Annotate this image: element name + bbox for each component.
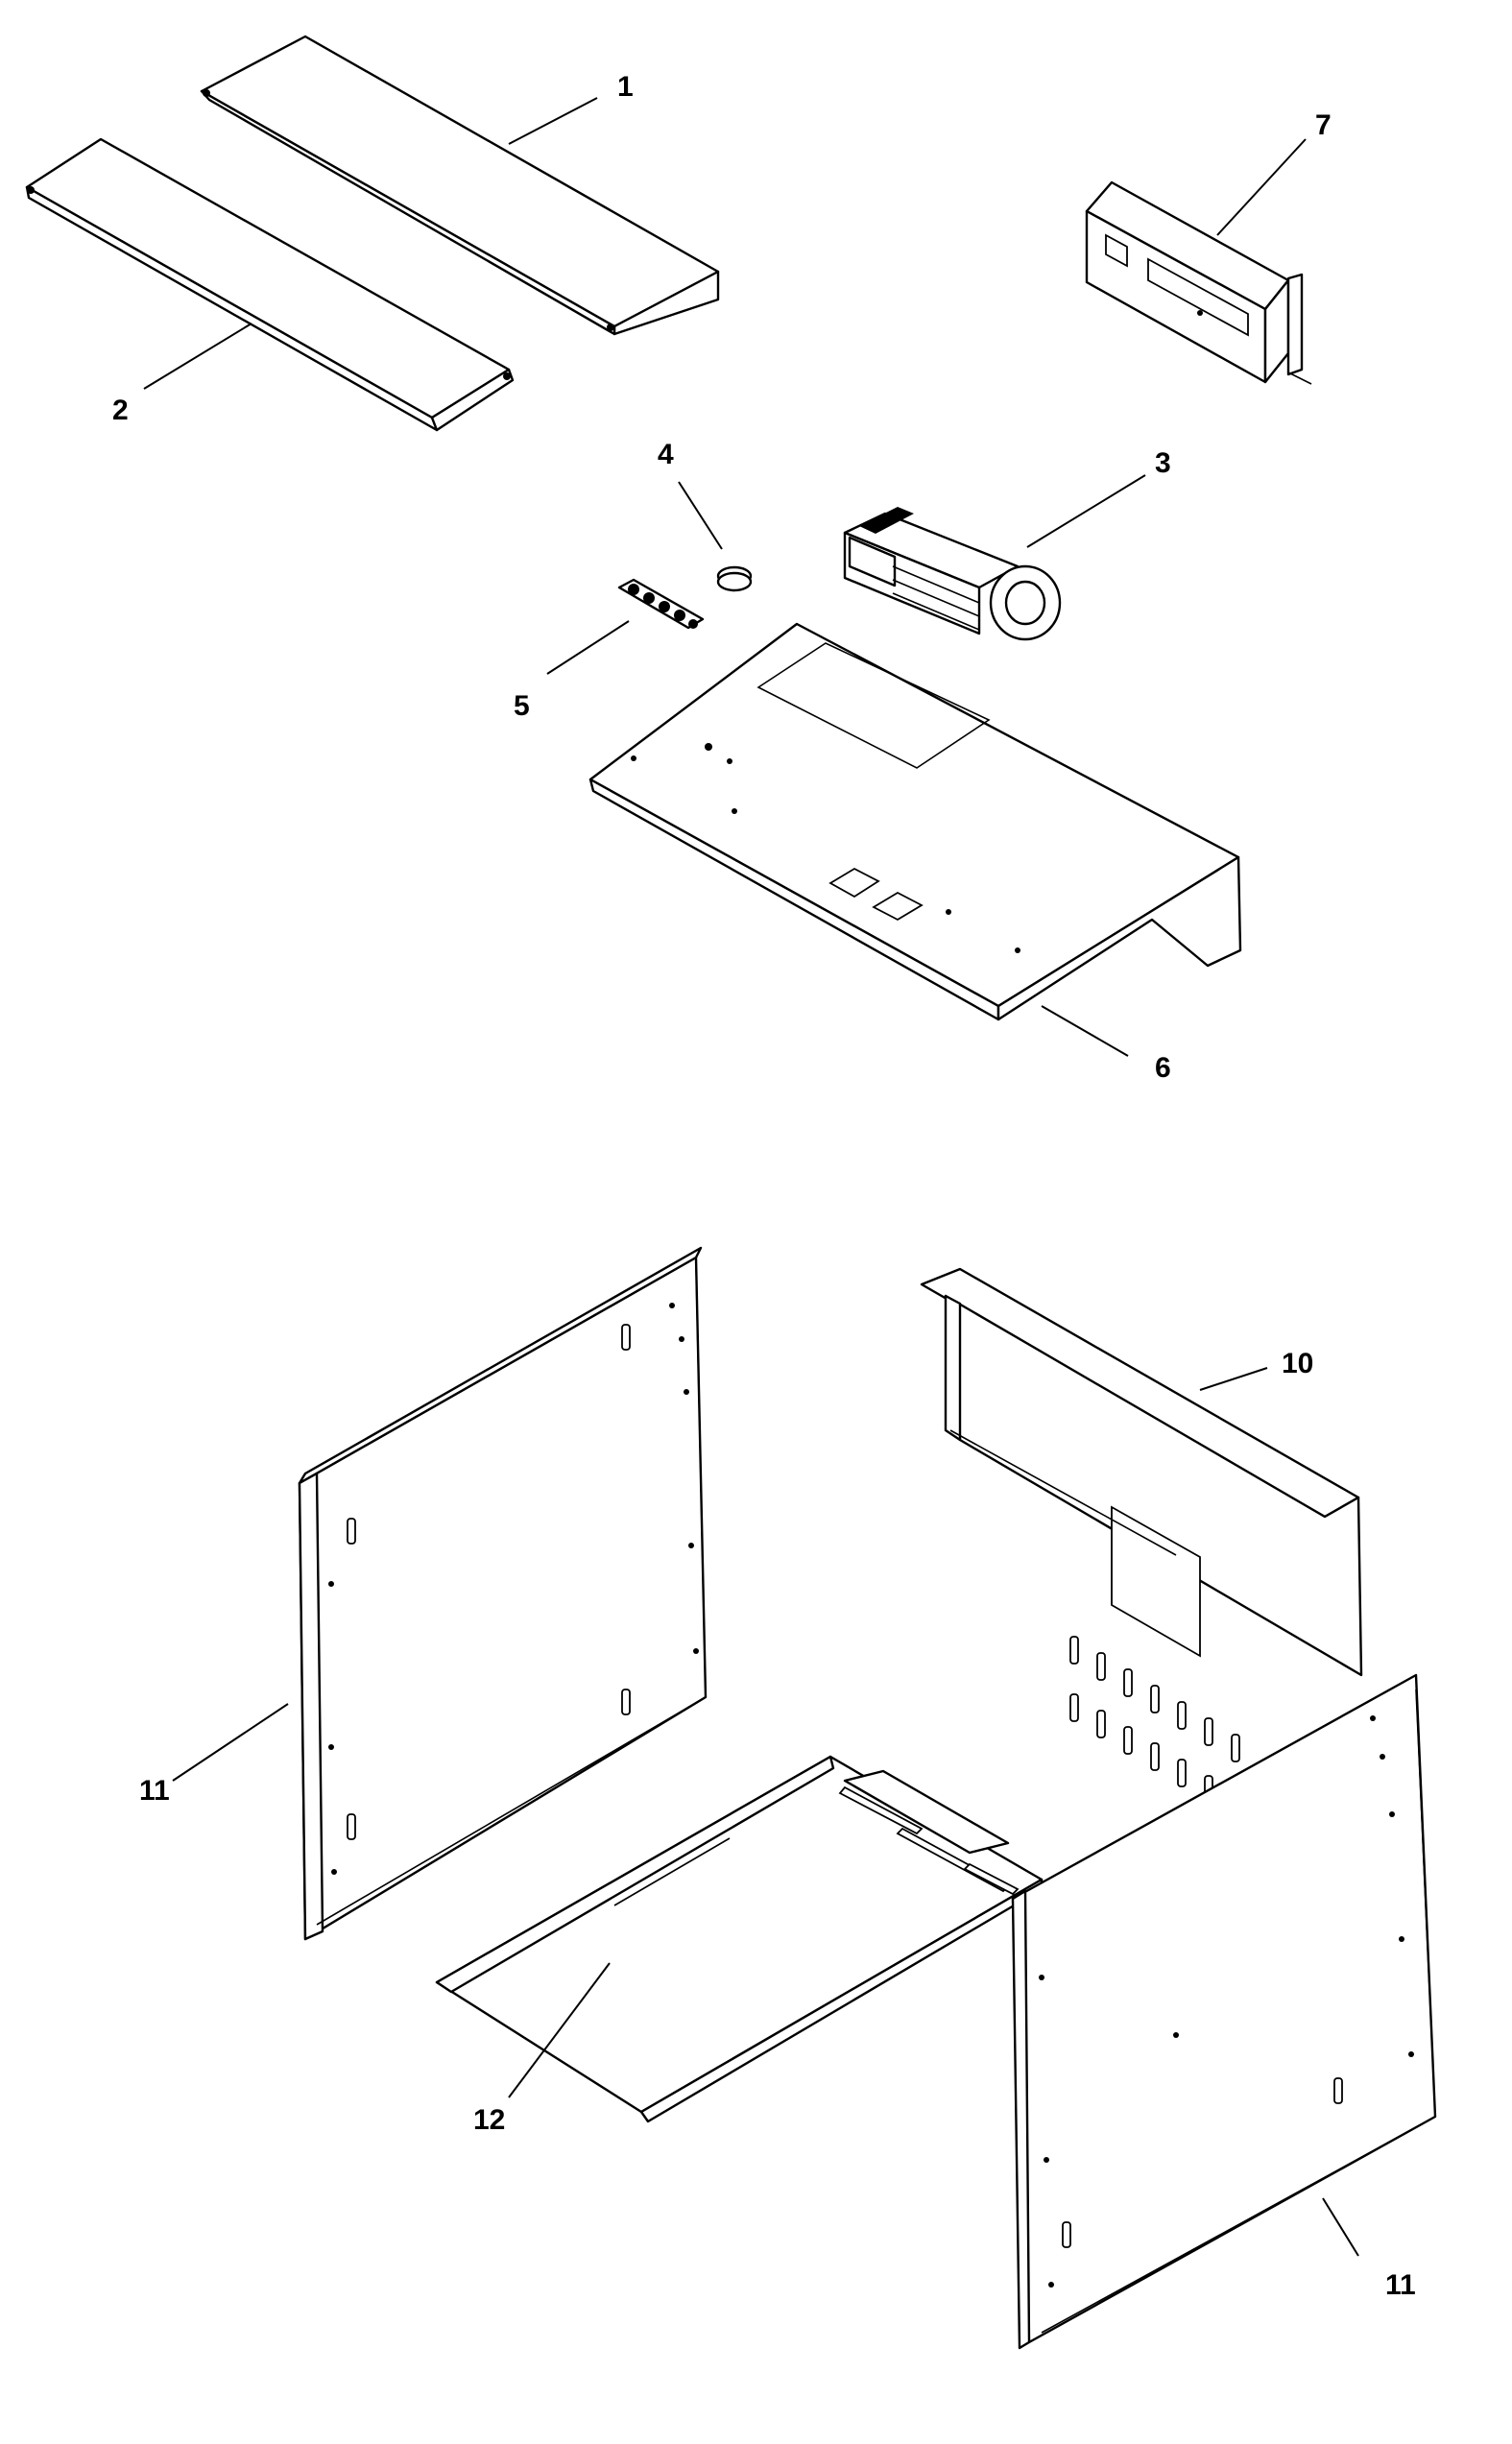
part-12-floor-panel (435, 1755, 1044, 2123)
part-6-base-plate (588, 622, 1242, 1021)
callout-1: 1 (617, 71, 634, 103)
part-11-left-side-panel (298, 1246, 708, 1941)
part-5-terminal-block (617, 578, 705, 630)
callout-5: 5 (514, 690, 530, 722)
vent-slots (1069, 1636, 1240, 1804)
callout-12: 12 (473, 2104, 505, 2136)
part-3-blower-motor (843, 507, 1062, 641)
part-2-cover-panel (25, 137, 515, 432)
part-11-right-side-panel (1011, 1673, 1437, 2350)
callout-10: 10 (1282, 1348, 1313, 1379)
callout-6: 6 (1155, 1052, 1171, 1084)
callout-11-right: 11 (1385, 2269, 1416, 2301)
callout-2: 2 (112, 395, 129, 426)
part-1-top-cover (200, 35, 720, 336)
callout-3: 3 (1155, 447, 1171, 479)
callout-11-left: 11 (139, 1775, 170, 1807)
part-4-grommet (716, 565, 753, 592)
callout-4: 4 (658, 439, 674, 470)
callouts: 1 2 7 3 4 5 6 10 11 12 11 (112, 71, 1416, 2301)
part-7-control-box (1085, 180, 1312, 385)
leader-lines (143, 97, 1359, 2257)
part-10-back-panel (920, 1267, 1363, 1804)
callout-7: 7 (1315, 109, 1332, 141)
